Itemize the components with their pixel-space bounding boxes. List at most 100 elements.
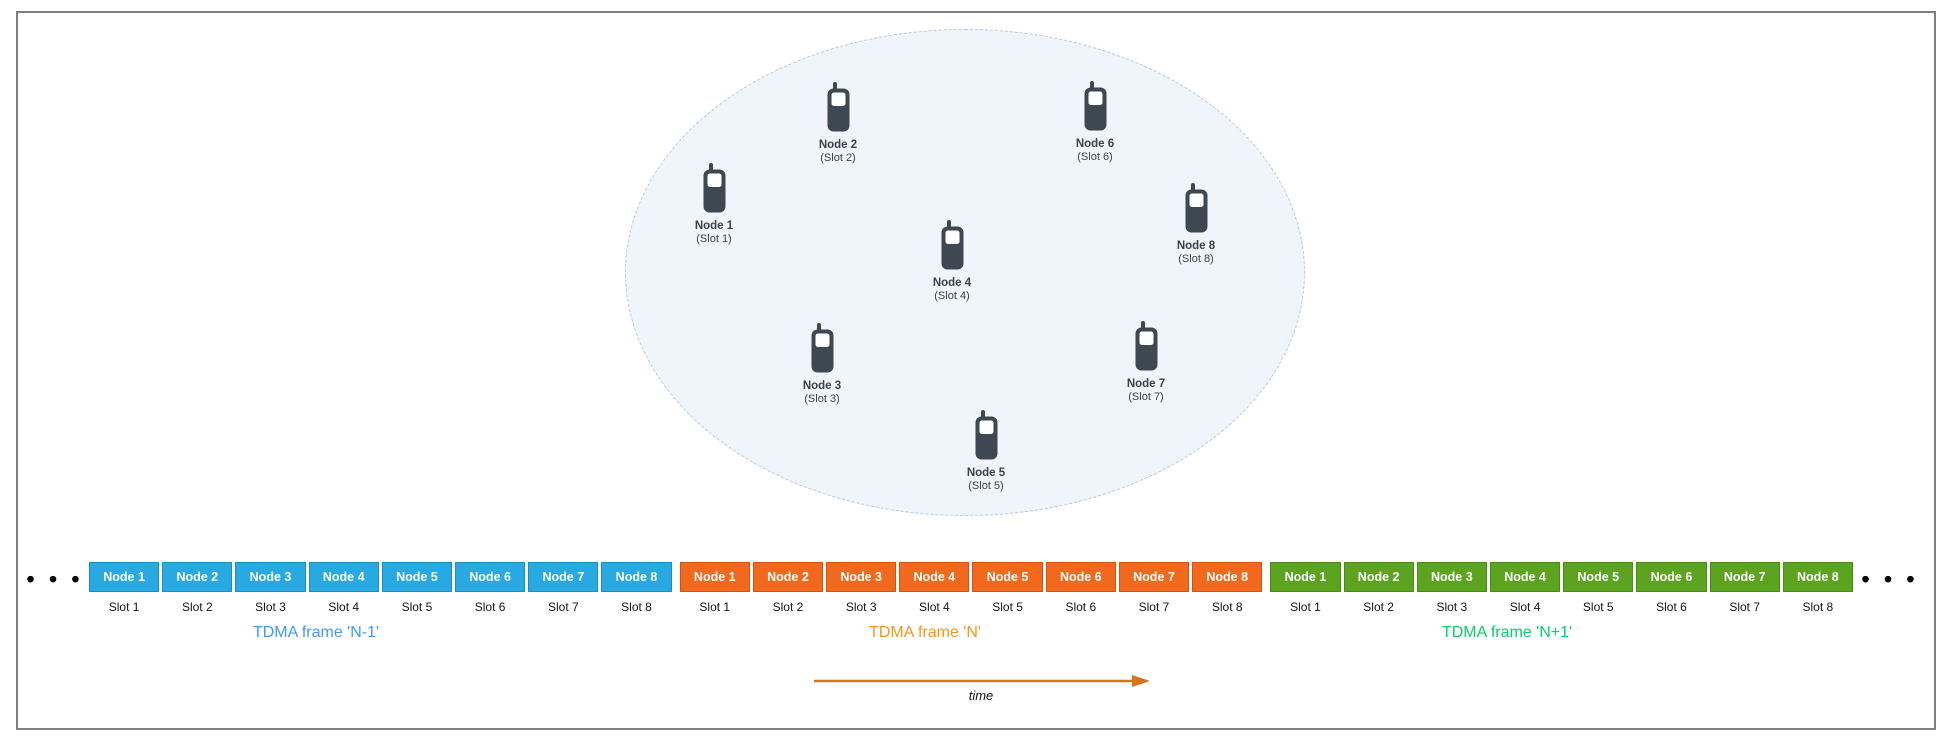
tdma-timeline: Node 1 Node 2 Node 3 Node 4 Node 5 Node …	[89, 562, 1853, 672]
slot-box: Node 8	[1192, 562, 1263, 592]
slot-label: Slot 1	[1290, 600, 1321, 614]
slot-label: Slot 2	[181, 600, 213, 614]
network-node-8: Node 8 (Slot 8)	[1131, 183, 1261, 266]
node-slot-label: (Slot 5)	[968, 480, 1004, 492]
mobile-phone-icon	[703, 163, 725, 213]
slot-box: Node 6	[455, 562, 526, 592]
slot-box: Node 5	[1563, 562, 1634, 592]
network-node-2: Node 2 (Slot 2)	[773, 82, 903, 165]
slot-box: Node 8	[601, 562, 672, 592]
slot-label: Slot 2	[1363, 600, 1394, 614]
slot-label: Slot 6	[474, 600, 506, 614]
slot-box: Node 2	[162, 562, 233, 592]
network-area-ellipse	[625, 29, 1305, 516]
slot-box: Node 8	[1782, 562, 1853, 592]
node-slot-label: (Slot 4)	[934, 290, 970, 302]
slot-boxes-row: Node 1 Node 2 Node 3 Node 4 Node 5 Node …	[1270, 562, 1853, 592]
node-name-label: Node 5	[966, 467, 1006, 479]
time-label: time	[968, 688, 994, 703]
tdma-frame-n: Node 1 Node 2 Node 3 Node 4 Node 5 Node …	[679, 562, 1263, 614]
mobile-phone-icon	[1135, 321, 1157, 371]
slot-box: Node 6	[1636, 562, 1707, 592]
slot-box: Node 3	[235, 562, 306, 592]
slot-label: Slot 1	[699, 600, 731, 614]
slot-label: Slot 6	[1065, 600, 1097, 614]
slot-labels-row: Slot 1 Slot 2 Slot 3 Slot 4 Slot 5 Slot …	[1270, 600, 1853, 614]
node-name-label: Node 4	[932, 277, 972, 289]
mobile-phone-icon	[811, 323, 833, 373]
node-name-label: Node 6	[1075, 138, 1115, 150]
slot-box: Node 2	[1343, 562, 1414, 592]
slot-label: Slot 7	[1729, 600, 1760, 614]
time-arrow	[814, 675, 1150, 687]
network-node-4: Node 4 (Slot 4)	[887, 220, 1017, 303]
slot-labels-row: Slot 1 Slot 2 Slot 3 Slot 4 Slot 5 Slot …	[89, 600, 672, 614]
ellipsis-right: • • •	[1861, 566, 1919, 592]
slot-box: Node 1	[89, 562, 160, 592]
node-slot-label: (Slot 6)	[1077, 151, 1113, 163]
node-name-label: Node 3	[802, 380, 842, 392]
slot-labels-row: Slot 1 Slot 2 Slot 3 Slot 4 Slot 5 Slot …	[680, 600, 1263, 614]
slot-label: Slot 4	[328, 600, 360, 614]
slot-box: Node 3	[826, 562, 897, 592]
slot-boxes-row: Node 1 Node 2 Node 3 Node 4 Node 5 Node …	[89, 562, 672, 592]
slot-box: Node 6	[1045, 562, 1116, 592]
mobile-phone-icon	[1084, 81, 1106, 131]
network-node-6: Node 6 (Slot 6)	[1030, 81, 1160, 164]
frame-label-n-plus-1: TDMA frame 'N+1'	[1441, 624, 1573, 641]
node-slot-label: (Slot 3)	[804, 393, 840, 405]
slot-box: Node 5	[381, 562, 453, 592]
slot-label: Slot 5	[1582, 600, 1614, 614]
slot-box: Node 7	[528, 562, 599, 592]
slot-label: Slot 4	[1509, 600, 1541, 614]
slot-label: Slot 4	[919, 600, 950, 614]
slot-label: Slot 1	[108, 600, 140, 614]
slot-label: Slot 3	[845, 600, 877, 614]
slot-label: Slot 8	[1802, 600, 1834, 614]
mobile-phone-icon	[975, 410, 997, 460]
network-node-3: Node 3 (Slot 3)	[757, 323, 887, 406]
mobile-phone-icon	[1185, 183, 1207, 233]
network-node-5: Node 5 (Slot 5)	[921, 410, 1051, 493]
node-name-label: Node 8	[1176, 240, 1216, 252]
slot-box: Node 1	[679, 562, 750, 592]
ellipsis-left: • • •	[26, 566, 84, 592]
network-node-1: Node 1 (Slot 1)	[649, 163, 779, 246]
slot-label: Slot 8	[1211, 600, 1243, 614]
node-name-label: Node 7	[1126, 378, 1166, 390]
node-slot-label: (Slot 1)	[696, 233, 732, 245]
slot-box: Node 2	[752, 562, 824, 592]
node-name-label: Node 1	[694, 220, 734, 232]
frame-label-n-minus-1: TDMA frame 'N-1'	[252, 624, 380, 641]
network-node-7: Node 7 (Slot 7)	[1081, 321, 1211, 404]
node-name-label: Node 2	[818, 139, 858, 151]
slot-label: Slot 5	[992, 600, 1023, 614]
slot-box: Node 4	[899, 562, 970, 592]
outer-border	[16, 11, 1936, 730]
slot-box: Node 3	[1416, 562, 1487, 592]
node-slot-label: (Slot 7)	[1128, 391, 1164, 403]
node-slot-label: (Slot 2)	[820, 152, 856, 164]
slot-box: Node 5	[972, 562, 1043, 592]
slot-label: Slot 7	[547, 600, 579, 614]
node-slot-label: (Slot 8)	[1178, 253, 1214, 265]
tdma-frame-n-plus-1: Node 1 Node 2 Node 3 Node 4 Node 5 Node …	[1270, 562, 1853, 614]
frame-label-n: TDMA frame 'N'	[869, 624, 981, 641]
slot-label: Slot 5	[401, 600, 433, 614]
slot-label: Slot 8	[621, 600, 652, 614]
slot-label: Slot 2	[772, 600, 804, 614]
mobile-phone-icon	[941, 220, 963, 270]
slot-box: Node 4	[1489, 562, 1561, 592]
tdma-frame-n-minus-1: Node 1 Node 2 Node 3 Node 4 Node 5 Node …	[89, 562, 672, 614]
slot-box: Node 1	[1270, 562, 1341, 592]
tdma-frames-row: Node 1 Node 2 Node 3 Node 4 Node 5 Node …	[89, 562, 1853, 614]
slot-label: Slot 6	[1656, 600, 1687, 614]
mobile-phone-icon	[827, 82, 849, 132]
slot-boxes-row: Node 1 Node 2 Node 3 Node 4 Node 5 Node …	[679, 562, 1263, 592]
slot-label: Slot 7	[1138, 600, 1170, 614]
slot-label: Slot 3	[255, 600, 286, 614]
slot-box: Node 7	[1118, 562, 1190, 592]
slot-box: Node 7	[1709, 562, 1780, 592]
slot-box: Node 4	[308, 562, 379, 592]
